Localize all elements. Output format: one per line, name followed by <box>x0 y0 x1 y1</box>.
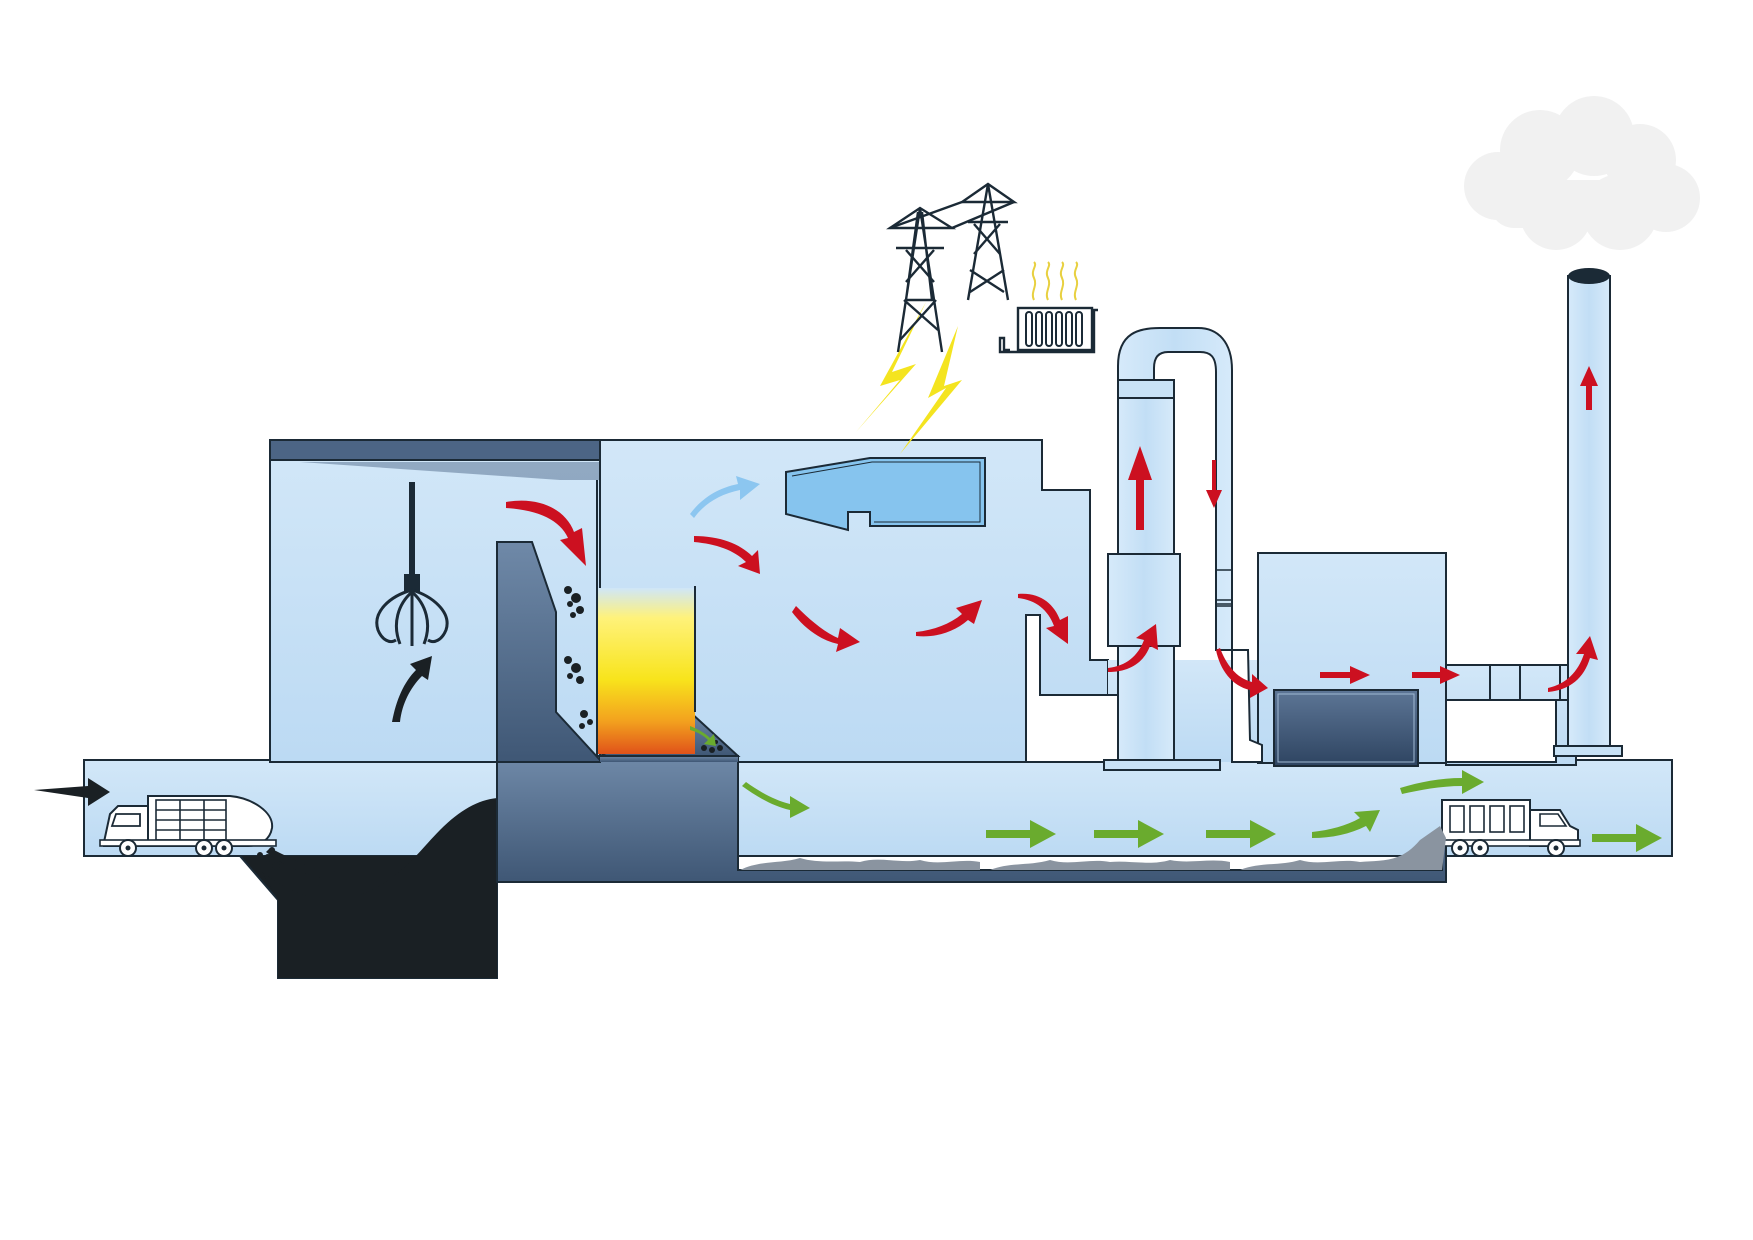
ash-flow-arrows <box>690 726 1662 852</box>
scrubber-mid-section <box>1107 553 1181 647</box>
air-flow-arrow <box>690 476 760 518</box>
power-pylon-icon <box>886 182 1018 353</box>
scrubber-tower <box>1103 327 1233 771</box>
ground-corridor <box>83 759 1673 857</box>
crane-rail-beam <box>269 439 601 461</box>
filter-unit <box>1273 689 1419 767</box>
turbine-generator-icon <box>785 457 986 532</box>
combustion-chamber <box>596 480 738 757</box>
lightning-bolt-icon <box>856 302 962 454</box>
chimney <box>1553 268 1623 757</box>
arrow-crane-lift <box>392 656 432 722</box>
ash-conveyor <box>740 826 1446 870</box>
flue-gas-flow-arrows <box>506 366 1598 698</box>
radiator-icon <box>998 261 1098 354</box>
delivery-truck-icon <box>99 795 277 857</box>
combustion-chamber-flame <box>597 588 695 754</box>
gooseneck-duct <box>1117 327 1233 651</box>
crane-grab-icon <box>375 482 449 646</box>
steam-cloud-icon <box>1464 96 1700 250</box>
waste-bunker <box>239 798 498 979</box>
arrow-waste-tipping <box>266 848 342 886</box>
waste-pile <box>262 798 497 978</box>
waste-flow-arrows <box>34 656 432 886</box>
ash-truck-icon <box>1439 799 1581 857</box>
arrow-waste-in <box>34 778 110 806</box>
